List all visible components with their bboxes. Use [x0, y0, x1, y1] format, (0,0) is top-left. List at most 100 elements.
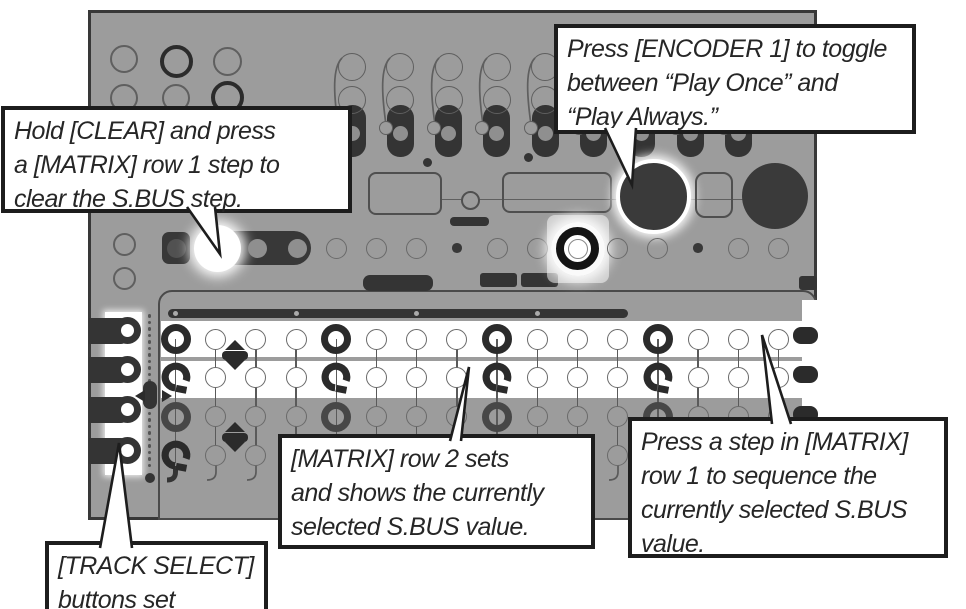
step-row-button[interactable] [366, 237, 387, 259]
matrix-step-accent[interactable] [636, 355, 682, 403]
step-row-button[interactable] [607, 237, 629, 259]
matrix-step-accent[interactable] [642, 324, 673, 354]
matrix-step[interactable] [366, 406, 387, 427]
matrix-step[interactable] [245, 328, 267, 350]
matrix-step[interactable] [687, 366, 709, 388]
nudge-up-icon[interactable] [225, 340, 245, 350]
rail-dot [147, 353, 152, 357]
callout-matrix-row1-text: Press a step in [MATRIX] row 1 to sequen… [641, 428, 908, 558]
step-row-button[interactable] [727, 237, 749, 259]
matrix-step[interactable] [406, 406, 428, 427]
rail-dot [147, 457, 152, 461]
matrix-step-accent[interactable] [475, 355, 521, 403]
knob-top-circle[interactable] [338, 53, 366, 81]
function-pad[interactable] [695, 172, 733, 218]
knob-top-circle[interactable] [482, 53, 511, 81]
slider-right-arrow-icon[interactable] [162, 389, 172, 402]
matrix-step[interactable] [285, 366, 307, 388]
matrix-step[interactable] [567, 328, 588, 350]
side-button-right[interactable] [793, 365, 818, 383]
matrix-step[interactable] [526, 366, 548, 388]
matrix-step[interactable] [406, 328, 428, 350]
encoder-2[interactable] [742, 163, 808, 229]
matrix-step-accent[interactable] [482, 324, 513, 354]
track-select-ring[interactable] [114, 317, 141, 344]
pad-circle[interactable] [212, 46, 242, 76]
group-button[interactable] [248, 238, 268, 258]
knob-top-circle[interactable] [434, 53, 463, 81]
step-row-button[interactable] [526, 237, 548, 259]
pad-circle[interactable] [110, 45, 138, 73]
matrix-step-accent[interactable] [482, 401, 513, 432]
matrix-step[interactable] [567, 366, 588, 388]
step-row-button[interactable] [647, 237, 669, 259]
matrix-step[interactable] [245, 444, 267, 466]
matrix-step[interactable] [687, 328, 709, 350]
matrix-step[interactable] [446, 328, 468, 350]
matrix-step[interactable] [285, 406, 307, 427]
group-button[interactable] [288, 238, 308, 258]
matrix-step-accent[interactable] [160, 324, 191, 354]
knob-mid-circle[interactable] [338, 86, 366, 114]
matrix-step[interactable] [768, 328, 789, 350]
matrix-column-line [496, 339, 498, 463]
step-row-button[interactable] [768, 237, 789, 259]
step-row-button[interactable] [486, 237, 508, 259]
matrix-step[interactable] [446, 366, 468, 388]
mini-bar-1 [480, 273, 517, 287]
pad-circle-active[interactable] [159, 44, 193, 78]
matrix-step[interactable] [205, 328, 227, 350]
matrix-step[interactable] [245, 366, 267, 388]
matrix-step[interactable] [205, 366, 227, 388]
matrix-step[interactable] [205, 406, 227, 427]
track-select-ring[interactable] [114, 356, 141, 383]
matrix-step[interactable] [727, 366, 749, 388]
matrix-step[interactable] [607, 366, 629, 388]
matrix-step-accent[interactable] [321, 324, 352, 354]
matrix-step-accent[interactable] [160, 401, 191, 432]
matrix-step[interactable] [366, 328, 387, 350]
knob-mid-circle[interactable] [386, 86, 415, 114]
matrix-step-accent[interactable] [314, 355, 360, 403]
nudge-up-icon[interactable] [225, 422, 245, 432]
matrix-step-accent[interactable] [321, 401, 352, 432]
knob-top-circle[interactable] [386, 53, 415, 81]
matrix-step-accent[interactable] [154, 433, 200, 481]
rail-dot [147, 346, 152, 351]
matrix-step[interactable] [768, 366, 789, 388]
rail-dot [147, 327, 152, 331]
track-select-ring[interactable] [114, 396, 141, 423]
callout-track-select-text: [TRACK SELECT] buttons set [58, 552, 254, 609]
step-row-button[interactable] [406, 237, 428, 259]
matrix-step[interactable] [205, 444, 227, 466]
nudge-down-icon[interactable] [225, 442, 245, 452]
group-button-highlighted[interactable] [208, 238, 227, 258]
track-select-ring[interactable] [114, 437, 141, 464]
matrix-step[interactable] [607, 328, 629, 350]
matrix-step[interactable] [406, 366, 428, 388]
rail-slider-handle[interactable] [143, 381, 157, 409]
matrix-step[interactable] [727, 328, 749, 350]
matrix-step[interactable] [366, 366, 387, 388]
matrix-step[interactable] [285, 328, 307, 350]
pad-circle[interactable] [112, 232, 136, 256]
pad-circle[interactable] [112, 266, 136, 290]
matrix-step[interactable] [526, 328, 548, 350]
knob-mid-circle[interactable] [482, 86, 511, 114]
nudge-down-icon[interactable] [225, 360, 245, 370]
matrix-step[interactable] [526, 406, 548, 427]
side-button-right[interactable] [793, 326, 818, 344]
matrix-step[interactable] [567, 406, 588, 427]
matrix-column-line [255, 339, 257, 463]
matrix-step[interactable] [607, 406, 629, 427]
slider-left-arrow-icon[interactable] [135, 389, 145, 402]
matrix-step-accent[interactable] [154, 355, 200, 403]
mini-bar-right [799, 276, 817, 290]
knob-mid-circle[interactable] [434, 86, 463, 114]
nudge-pill[interactable] [222, 433, 248, 442]
matrix-step[interactable] [607, 444, 629, 466]
step-row-button[interactable] [325, 237, 347, 259]
encoder-1[interactable] [615, 158, 691, 234]
nudge-pill[interactable] [222, 351, 248, 360]
matrix-step[interactable] [245, 406, 267, 427]
